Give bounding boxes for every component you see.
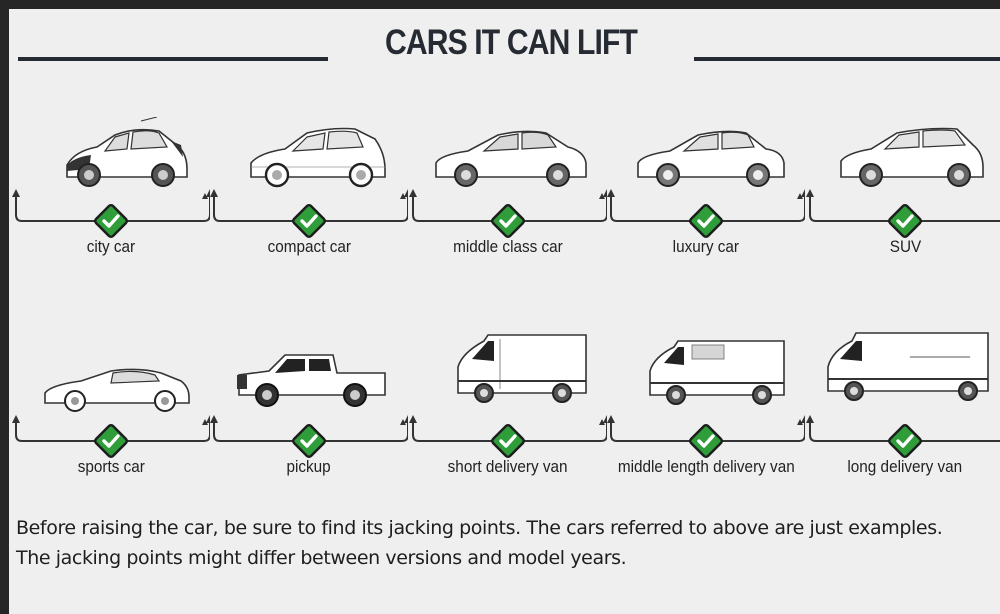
sports-car-icon <box>44 368 190 412</box>
compact-car-icon <box>250 127 386 188</box>
vehicle-label: short delivery van <box>448 457 568 476</box>
vehicle-label: long delivery van <box>847 457 963 476</box>
check-icon <box>491 424 525 458</box>
page-title: CARS IT CAN LIFT <box>384 23 638 62</box>
vehicle-row-2: sports car pickup <box>9 327 1000 507</box>
lift-range-bracket <box>806 415 1000 442</box>
check-icon <box>94 424 128 458</box>
check-icon <box>292 424 326 458</box>
note-line-2: The jacking points might differ between … <box>16 547 627 569</box>
vehicle-label: middle length delivery van <box>617 457 795 476</box>
check-icon <box>292 204 326 238</box>
vehicle-item-city-car: city car <box>12 117 210 297</box>
vehicle-label: compact car <box>267 237 351 256</box>
check-icon <box>689 424 723 458</box>
check-icon <box>94 204 128 238</box>
check-icon <box>491 204 525 238</box>
vehicle-label: pickup <box>286 457 332 476</box>
vehicle-label: sports car <box>77 457 145 476</box>
check-icon <box>888 424 922 458</box>
vehicle-label: city car <box>86 237 136 256</box>
vehicle-item-middle-length-delivery-van: middle length delivery van <box>607 327 805 507</box>
suv-icon <box>840 127 984 187</box>
check-icon <box>689 204 723 238</box>
check-icon <box>888 204 922 238</box>
vehicle-item-sports-car: sports car <box>12 327 210 507</box>
vehicle-item-long-delivery-van: long delivery van <box>806 327 1000 507</box>
vehicle-row-1: city car compact car <box>9 117 1000 297</box>
city-car-icon <box>66 117 188 187</box>
title-rule-left <box>18 57 328 61</box>
vehicle-item-middle-class-car: middle class car <box>409 117 607 297</box>
vehicle-label: SUV <box>889 237 921 256</box>
vehicle-item-luxury-car: luxury car <box>607 117 805 297</box>
lift-range-bracket <box>806 189 1000 222</box>
note-line-1: Before raising the car, be sure to find … <box>16 517 943 539</box>
short-van-icon <box>457 334 587 403</box>
long-van-icon <box>827 332 989 401</box>
title-row: CARS IT CAN LIFT <box>9 21 1000 67</box>
jacking-points-note: Before raising the car, be sure to find … <box>16 513 996 573</box>
title-rule-right <box>694 57 1000 61</box>
sedan-car-icon <box>435 130 587 187</box>
compatibility-panel: CARS IT CAN LIFT city ca <box>9 9 1000 614</box>
medium-van-icon <box>649 340 785 405</box>
vehicle-item-compact-car: compact car <box>210 117 408 297</box>
pickup-truck-icon <box>237 354 386 407</box>
vehicle-item-pickup: pickup <box>210 327 408 507</box>
vehicle-item-suv: SUV <box>806 117 1000 297</box>
vehicle-item-short-delivery-van: short delivery van <box>409 327 607 507</box>
vehicle-label: middle class car <box>453 237 563 256</box>
luxury-car-icon <box>637 130 785 187</box>
vehicle-label: luxury car <box>672 237 740 256</box>
